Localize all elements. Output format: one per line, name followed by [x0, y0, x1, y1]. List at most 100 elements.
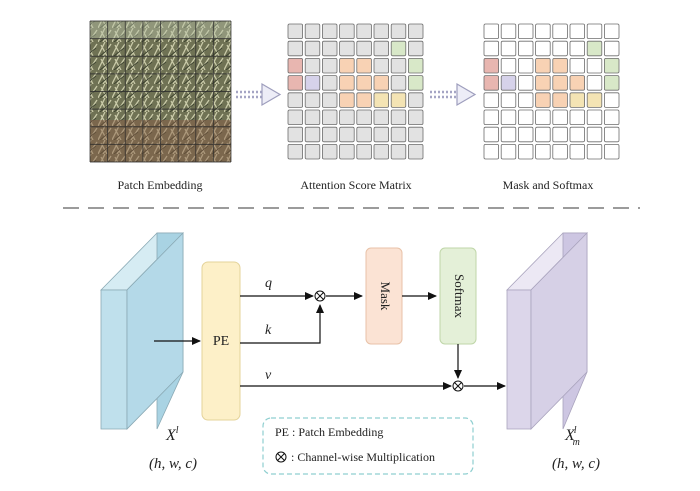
attention-score-matrix-label: Attention Score Matrix — [300, 178, 411, 192]
matrix-cell — [535, 143, 551, 160]
matrix-cell — [483, 143, 500, 160]
matrix-cell — [304, 23, 321, 40]
matrix-cell — [569, 75, 586, 91]
legend-multiply-icon — [275, 451, 287, 463]
legend-multiply-text: : Channel-wise Multiplication — [291, 450, 435, 464]
matrix-cell — [552, 58, 568, 74]
matrix-cell — [586, 40, 603, 57]
matrix-cell — [339, 126, 355, 143]
matrix-cell — [604, 75, 620, 91]
matrix-cell — [304, 109, 321, 126]
matrix-cell — [604, 40, 620, 57]
matrix-cell — [569, 58, 586, 74]
matrix-cell — [535, 23, 551, 40]
patch-embedding-label: Patch Embedding — [118, 178, 203, 192]
matrix-cell — [569, 143, 586, 160]
matrix-cell — [304, 126, 321, 143]
matrix-cell — [356, 58, 372, 74]
matrix-cell — [604, 58, 620, 74]
softmax-label: Softmax — [452, 274, 467, 319]
dotted-arrow-2 — [430, 82, 477, 107]
matrix-cell — [500, 23, 517, 40]
matrix-cell — [390, 58, 407, 74]
matrix-cell — [552, 23, 568, 40]
matrix-cell — [287, 23, 304, 40]
matrix-cell — [339, 92, 355, 108]
matrix-cell — [586, 92, 603, 108]
matrix-cell — [373, 23, 390, 40]
matrix-cell — [407, 109, 424, 126]
matrix-cell — [604, 126, 620, 143]
output-feature-block — [506, 232, 588, 430]
attention-score-matrix — [287, 23, 424, 160]
matrix-cell — [321, 126, 338, 143]
matrix-cell — [356, 109, 372, 126]
multiply-op-v — [452, 380, 464, 392]
matrix-cell — [518, 58, 534, 74]
matrix-cell — [287, 40, 304, 57]
matrix-cell — [390, 143, 407, 160]
matrix-cell — [569, 23, 586, 40]
matrix-cell — [304, 58, 321, 74]
matrix-cell — [339, 109, 355, 126]
matrix-cell — [356, 126, 372, 143]
k-label: k — [265, 323, 272, 338]
matrix-cell — [287, 75, 304, 91]
matrix-cell — [569, 109, 586, 126]
k-arrow — [240, 304, 324, 344]
matrix-cell — [321, 109, 338, 126]
matrix-cell — [569, 40, 586, 57]
matrix-cell — [535, 58, 551, 74]
matrix-cell — [552, 40, 568, 57]
matrix-cell — [390, 23, 407, 40]
v-label: v — [265, 368, 272, 383]
matrix-cell — [304, 143, 321, 160]
matrix-cell — [500, 92, 517, 108]
dotted-arrow-1 — [236, 82, 282, 107]
pe-box — [201, 261, 241, 421]
matrix-cell — [407, 75, 424, 91]
matrix-cell — [518, 126, 534, 143]
matrix-cell — [304, 75, 321, 91]
matrix-cell — [569, 126, 586, 143]
matrix-cell — [287, 92, 304, 108]
legend-box — [262, 417, 474, 475]
matrix-cell — [287, 126, 304, 143]
matrix-cell — [407, 143, 424, 160]
matrix-cell — [339, 40, 355, 57]
matrix-cell — [287, 58, 304, 74]
matrix-cell — [552, 92, 568, 108]
matrix-cell — [518, 92, 534, 108]
matrix-cell — [604, 109, 620, 126]
matrix-cell — [518, 109, 534, 126]
matrix-cell — [339, 143, 355, 160]
matrix-cell — [407, 92, 424, 108]
matrix-cell — [356, 92, 372, 108]
matrix-cell — [500, 126, 517, 143]
matrix-cell — [373, 40, 390, 57]
matrix-cell — [390, 109, 407, 126]
matrix-cell — [586, 126, 603, 143]
matrix-cell — [535, 75, 551, 91]
matrix-cell — [407, 58, 424, 74]
matrix-cell — [287, 109, 304, 126]
matrix-cell — [483, 75, 500, 91]
matrix-cell — [390, 126, 407, 143]
matrix-cell — [373, 58, 390, 74]
matrix-cell — [356, 23, 372, 40]
matrix-cell — [321, 40, 338, 57]
matrix-cell — [321, 58, 338, 74]
matrix-cell — [535, 40, 551, 57]
matrix-cell — [407, 126, 424, 143]
matrix-cell — [373, 75, 390, 91]
output-shape-label: (h, w, c) — [552, 456, 600, 472]
input-shape-label: (h, w, c) — [149, 456, 197, 472]
matrix-cell — [390, 75, 407, 91]
matrix-cell — [500, 58, 517, 74]
matrix-cell — [483, 109, 500, 126]
matrix-cell — [356, 143, 372, 160]
matrix-cell — [552, 126, 568, 143]
matrix-cell — [483, 126, 500, 143]
matrix-cell — [586, 58, 603, 74]
